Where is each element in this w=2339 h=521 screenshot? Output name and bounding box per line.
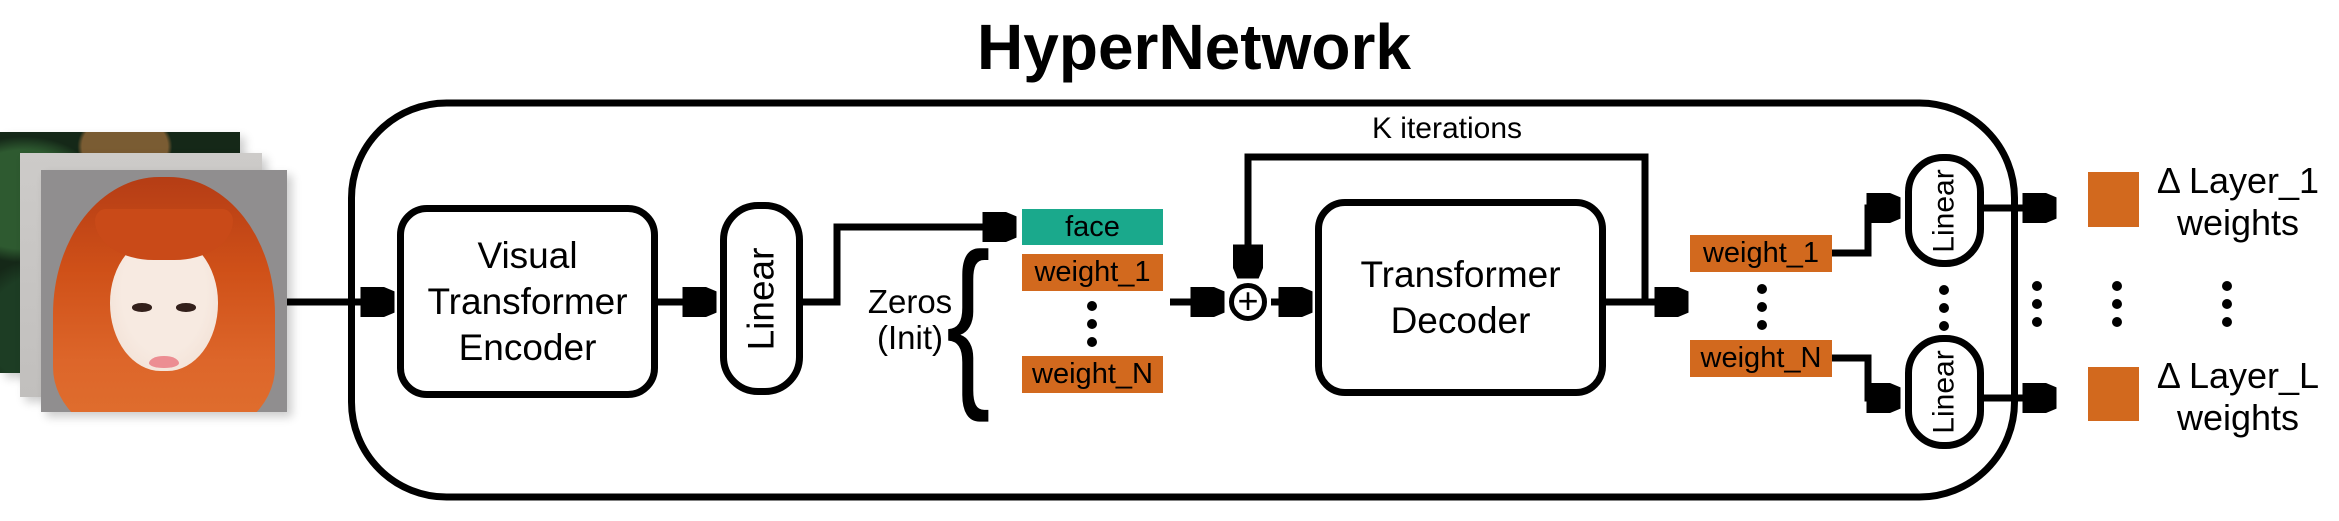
linear-head-layerL-box: Linear xyxy=(1905,335,1984,449)
weightN-to-linear-arrow xyxy=(1829,354,1896,398)
transformer-decoder-box: Transformer Decoder xyxy=(1315,199,1606,396)
zeros-init-label: Zeros (Init) xyxy=(845,284,975,356)
left-eye-shape xyxy=(132,303,152,312)
output-weightN-token: weight_N xyxy=(1690,340,1832,377)
linear-label: Linear xyxy=(740,247,782,350)
layerL-label-line2: weights xyxy=(2176,397,2300,438)
k-iterations-loop-arrow xyxy=(1248,153,1649,302)
plus-sign: + xyxy=(1237,279,1259,321)
linear-head-layer1-box: Linear xyxy=(1905,154,1984,267)
linear-projection-box: Linear xyxy=(720,202,803,395)
sum-node: + xyxy=(1229,279,1267,321)
bangs-shape xyxy=(95,208,233,260)
layerL-label-line1: Δ Layer_L xyxy=(2156,355,2320,396)
layer1-label-line1: Δ Layer_1 xyxy=(2156,160,2320,201)
layer1-label-line2: weights xyxy=(2176,202,2300,243)
weight1-to-linear-arrow xyxy=(1829,208,1896,257)
ellipsis-dots-token-stack xyxy=(1087,301,1097,347)
ellipsis-dots-squares xyxy=(2112,281,2122,327)
right-eye-shape xyxy=(176,303,196,312)
output-weight1-token: weight_1 xyxy=(1690,235,1832,272)
weight1-token: weight_1 xyxy=(1022,254,1163,291)
encoder-label: Visual Transformer Encoder xyxy=(427,234,628,368)
zeros-text: Zeros xyxy=(867,283,953,320)
ellipsis-dots-output-stack xyxy=(1757,284,1767,330)
linear-label: Linear xyxy=(1927,168,1961,253)
face-token: face xyxy=(1022,209,1163,245)
layer1-weights-label: Δ Layer_1 weights xyxy=(2138,160,2338,244)
layerL-weights-label: Δ Layer_L weights xyxy=(2138,355,2338,439)
layer1-weights-square xyxy=(2088,172,2139,227)
ellipsis-dots-linear-heads xyxy=(1939,285,1949,331)
grouping-brace: { xyxy=(946,216,991,423)
init-text: (Init) xyxy=(877,319,943,356)
ellipsis-dots-labels xyxy=(2222,281,2232,327)
visual-transformer-encoder-box: Visual Transformer Encoder xyxy=(397,205,658,398)
figure-title: HyperNetwork xyxy=(977,11,1411,83)
k-iterations-label: K iterations xyxy=(1371,112,1523,145)
ellipsis-dots-arrows xyxy=(2032,281,2042,327)
layerL-weights-square xyxy=(2088,367,2139,421)
face-photo-front xyxy=(41,170,287,412)
weightN-token: weight_N xyxy=(1022,356,1163,393)
linear-to-face-arrow xyxy=(796,227,1012,306)
lips-shape xyxy=(149,356,179,369)
decoder-label: Transformer Decoder xyxy=(1360,253,1561,341)
linear-label: Linear xyxy=(1927,350,1961,434)
